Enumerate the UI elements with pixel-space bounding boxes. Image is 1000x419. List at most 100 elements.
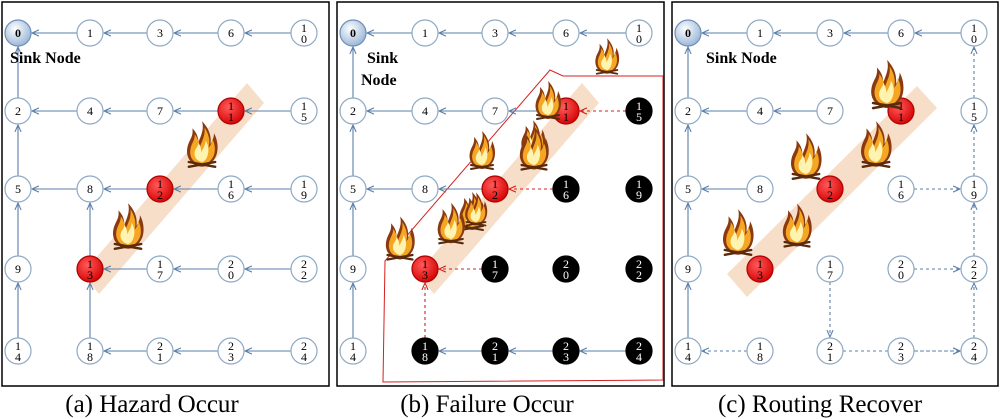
node-23: 23 xyxy=(552,337,580,365)
node-label-line2: 1 xyxy=(563,110,569,124)
node-circle xyxy=(411,337,439,365)
node-circle xyxy=(339,337,367,365)
node-circle xyxy=(887,337,915,365)
node-circle xyxy=(960,337,988,365)
node-circle xyxy=(76,175,104,203)
node-15: 15 xyxy=(960,97,988,125)
node-circle xyxy=(674,19,702,47)
node-label-line1: 2 xyxy=(492,339,498,353)
node-label-line2: 2 xyxy=(827,188,833,202)
node-1: 1 xyxy=(746,19,774,47)
node-label-line1: 1 xyxy=(757,339,763,353)
node-10: 10 xyxy=(290,19,318,47)
node-circle xyxy=(816,175,844,203)
node-label-line2: 0 xyxy=(301,32,307,46)
node-label-line1: 1 xyxy=(563,177,569,191)
node-12: 12 xyxy=(481,175,509,203)
node-label-line1: 2 xyxy=(563,339,569,353)
node-23: 23 xyxy=(217,337,245,365)
node-label: 0 xyxy=(15,26,21,40)
node-16: 16 xyxy=(217,175,245,203)
node-20: 20 xyxy=(217,255,245,283)
node-circle xyxy=(674,175,702,203)
node-circle xyxy=(552,175,580,203)
node-label: 2 xyxy=(15,104,21,118)
node-circle xyxy=(960,97,988,125)
node-9: 9 xyxy=(339,255,367,283)
node-circle xyxy=(552,19,580,47)
node-label-line1: 1 xyxy=(757,257,763,271)
node-4: 4 xyxy=(411,97,439,125)
node-label-line2: 1 xyxy=(157,350,163,364)
node-label: 7 xyxy=(827,104,833,118)
node-label-line2: 3 xyxy=(757,268,763,282)
node-9: 9 xyxy=(674,255,702,283)
sink-node-label-line2: Node xyxy=(361,72,397,89)
node-label-line2: 2 xyxy=(636,268,642,282)
node-label-line1: 1 xyxy=(636,21,642,35)
node-circle xyxy=(146,337,174,365)
node-14: 14 xyxy=(4,337,32,365)
fire-icon xyxy=(594,37,621,75)
node-12: 12 xyxy=(816,175,844,203)
node-label-line2: 2 xyxy=(492,188,498,202)
node-label-line2: 4 xyxy=(301,350,307,364)
node-label: 7 xyxy=(157,104,163,118)
node-circle xyxy=(290,97,318,125)
node-circle xyxy=(411,19,439,47)
node-1: 1 xyxy=(411,19,439,47)
node-label-line2: 3 xyxy=(422,268,428,282)
node-label-line1: 2 xyxy=(228,339,234,353)
node-label: 8 xyxy=(422,182,428,196)
node-label-line2: 1 xyxy=(228,110,234,124)
node-label-line1: 2 xyxy=(636,257,642,271)
node-label-line2: 0 xyxy=(971,32,977,46)
fire-icon xyxy=(534,79,563,121)
node-label-line1: 1 xyxy=(301,21,307,35)
node-label-line2: 1 xyxy=(492,350,498,364)
failure-region-outline xyxy=(382,69,664,383)
node-circle xyxy=(76,255,104,283)
node-label-line1: 1 xyxy=(157,177,163,191)
node-label-line1: 1 xyxy=(563,99,569,113)
node-label-line1: 2 xyxy=(971,257,977,271)
node-label-line2: 5 xyxy=(636,110,642,124)
node-label-line1: 2 xyxy=(898,339,904,353)
node-label-line1: 2 xyxy=(228,257,234,271)
node-24: 24 xyxy=(960,337,988,365)
node-label: 9 xyxy=(685,262,691,276)
node-label-line1: 1 xyxy=(228,99,234,113)
node-8: 8 xyxy=(76,175,104,203)
node-circle xyxy=(4,255,32,283)
node-label-line2: 4 xyxy=(15,350,21,364)
fire-icon xyxy=(721,207,755,257)
node-circle xyxy=(339,175,367,203)
node-18: 18 xyxy=(746,337,774,365)
node-label-line1: 1 xyxy=(301,99,307,113)
node-label-line1: 2 xyxy=(301,257,307,271)
node-label-line1: 1 xyxy=(898,99,904,113)
node-5: 5 xyxy=(674,175,702,203)
node-label-line2: 1 xyxy=(898,110,904,124)
node-label: 0 xyxy=(350,26,356,40)
node-23: 23 xyxy=(887,337,915,365)
node-circle xyxy=(339,97,367,125)
node-label-line1: 1 xyxy=(827,257,833,271)
node-17: 17 xyxy=(146,255,174,283)
node-7: 7 xyxy=(146,97,174,125)
node-5: 5 xyxy=(4,175,32,203)
node-label: 3 xyxy=(157,26,163,40)
node-circle xyxy=(887,255,915,283)
node-label-line1: 1 xyxy=(492,177,498,191)
node-label: 6 xyxy=(228,26,234,40)
node-circle xyxy=(76,19,104,47)
node-label-line2: 7 xyxy=(157,268,163,282)
node-circle xyxy=(339,19,367,47)
node-circle xyxy=(76,337,104,365)
node-label-line1: 1 xyxy=(636,99,642,113)
node-2: 2 xyxy=(674,97,702,125)
node-label: 4 xyxy=(422,104,428,118)
node-circle xyxy=(625,175,653,203)
node-label-line2: 3 xyxy=(898,350,904,364)
